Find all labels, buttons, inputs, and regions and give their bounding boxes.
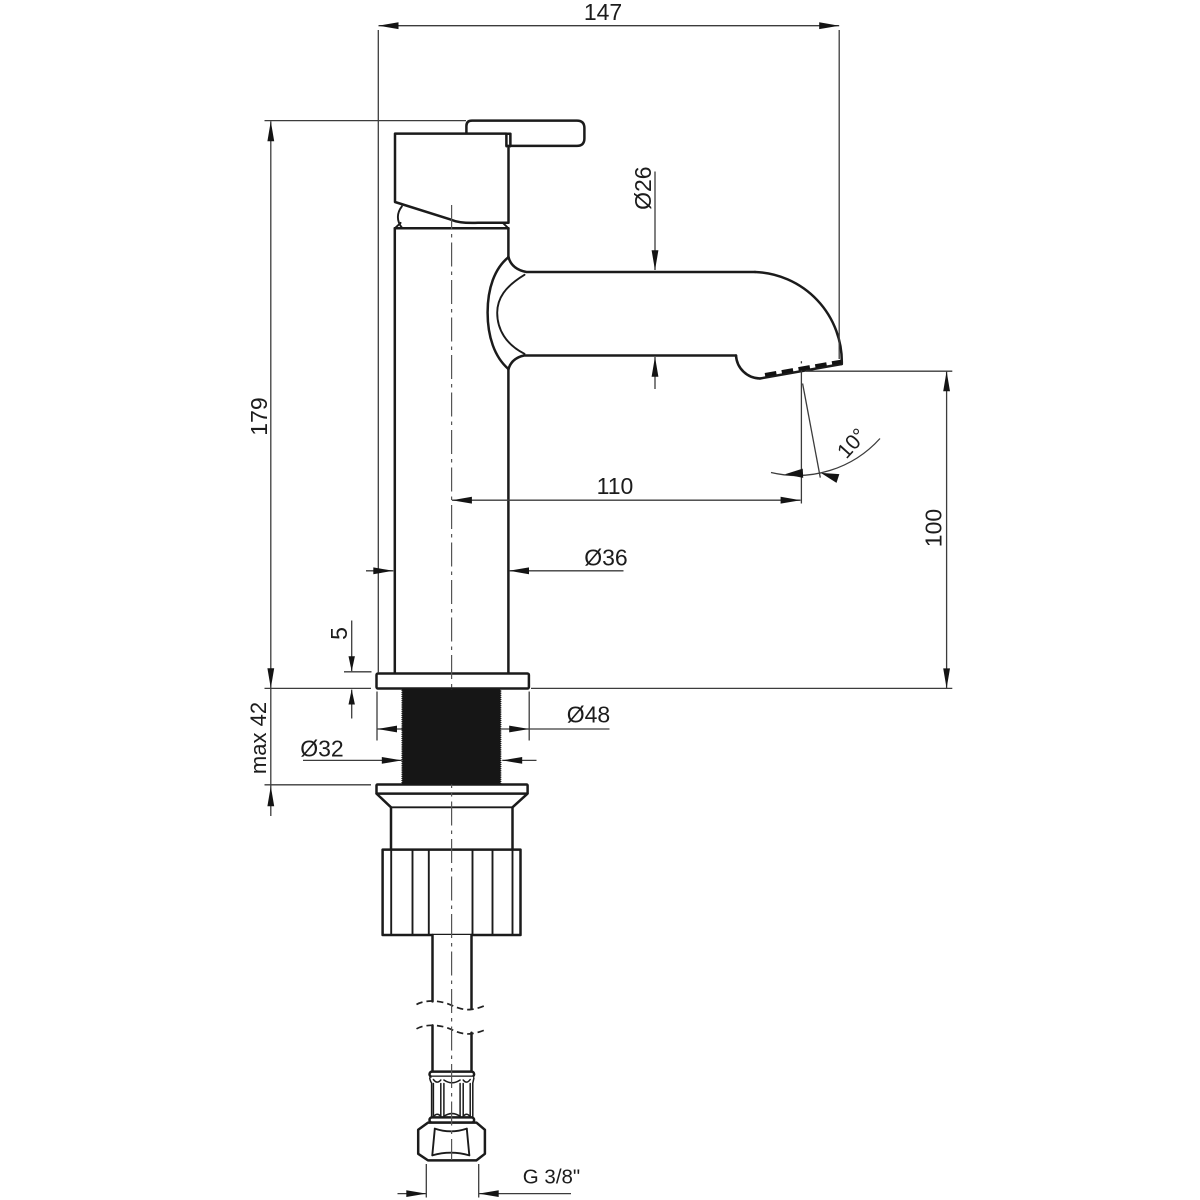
svg-text:147: 147: [584, 0, 622, 25]
svg-text:Ø48: Ø48: [567, 702, 610, 728]
svg-text:max 42: max 42: [246, 702, 271, 774]
svg-text:Ø32: Ø32: [300, 736, 343, 762]
svg-text:G 3/8": G 3/8": [523, 1166, 580, 1189]
svg-text:100: 100: [921, 509, 947, 547]
svg-text:179: 179: [246, 397, 272, 435]
svg-text:110: 110: [597, 473, 634, 499]
svg-text:Ø36: Ø36: [584, 545, 627, 571]
svg-text:Ø26: Ø26: [630, 166, 656, 209]
svg-text:5: 5: [326, 627, 352, 640]
